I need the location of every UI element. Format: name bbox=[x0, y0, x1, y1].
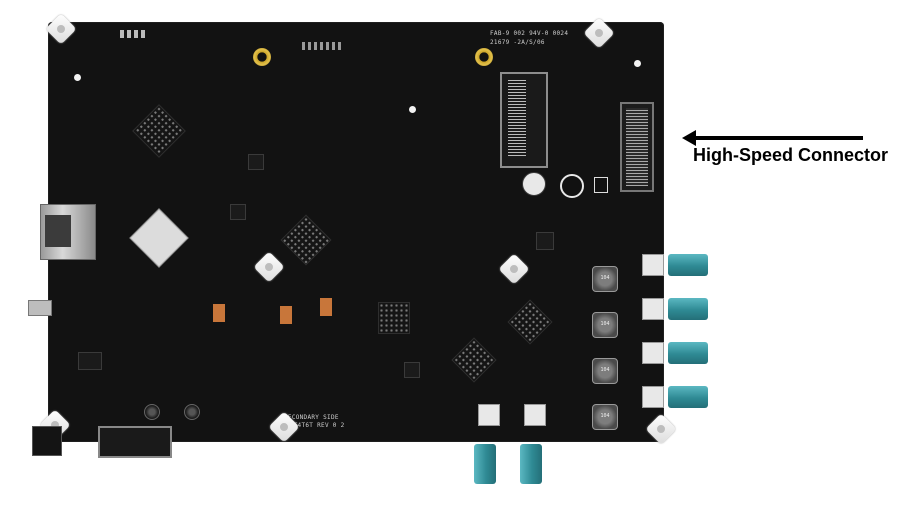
coax-connector bbox=[668, 298, 712, 320]
screw bbox=[184, 404, 200, 420]
coax-connector bbox=[668, 386, 712, 408]
fiducial-dot bbox=[74, 74, 81, 81]
inductor-label: 104 bbox=[600, 367, 610, 373]
side-switch bbox=[28, 300, 52, 316]
capacitor bbox=[213, 304, 225, 322]
coax-base bbox=[642, 254, 664, 276]
coax-connector bbox=[520, 444, 542, 488]
ic bbox=[230, 204, 246, 220]
coax-base bbox=[642, 298, 664, 320]
bga-chip bbox=[132, 104, 186, 158]
inductor: 104 bbox=[592, 358, 618, 384]
mounting-hole bbox=[475, 48, 493, 66]
bga-chip bbox=[280, 214, 332, 266]
coax-base bbox=[478, 404, 500, 426]
pad-row bbox=[302, 42, 342, 50]
inductor: 104 bbox=[592, 266, 618, 292]
ic bbox=[404, 362, 420, 378]
coax-connector bbox=[474, 444, 496, 488]
inductor-label: 104 bbox=[600, 275, 610, 281]
bga-chip bbox=[378, 302, 410, 334]
white-chip bbox=[129, 208, 189, 268]
inductor: 104 bbox=[592, 404, 618, 430]
bga-chip bbox=[451, 337, 497, 383]
screw bbox=[144, 404, 160, 420]
arrow-head-icon bbox=[682, 130, 696, 146]
fab-marking-line2: 21679 -2A/S/06 bbox=[490, 39, 545, 46]
high-speed-connector-label: High-Speed Connector bbox=[693, 145, 889, 165]
m2-slot bbox=[500, 72, 548, 168]
ic bbox=[536, 232, 554, 250]
coax-base bbox=[524, 404, 546, 426]
coax-connector bbox=[668, 254, 712, 276]
pad-row bbox=[120, 30, 148, 38]
secondary-side-marking: SECONDARY SIDE bbox=[284, 414, 339, 421]
inductor-label: 104 bbox=[600, 413, 610, 419]
ic bbox=[248, 154, 264, 170]
coax-base bbox=[642, 342, 664, 364]
inductor: 104 bbox=[592, 312, 618, 338]
high-speed-connector bbox=[620, 102, 654, 192]
ic bbox=[78, 352, 102, 370]
capacitor bbox=[320, 298, 332, 316]
bga-chip bbox=[507, 299, 553, 345]
cert-logo bbox=[522, 172, 546, 196]
fiducial-dot bbox=[634, 60, 641, 67]
coax-connector bbox=[668, 342, 712, 364]
recycle-logo bbox=[560, 174, 584, 198]
fiducial-dot bbox=[409, 106, 416, 113]
board-connector bbox=[32, 426, 62, 456]
pcb-board: FAB-9 002 94V-0 0024 21679 -2A/S/06 SECO… bbox=[28, 22, 664, 442]
arrow-line bbox=[693, 136, 863, 140]
usb-port bbox=[40, 204, 96, 260]
fab-marking-line1: FAB-9 002 94V-0 0024 bbox=[490, 30, 569, 37]
board-connector bbox=[98, 426, 172, 458]
mounting-hole bbox=[253, 48, 271, 66]
weee-logo bbox=[594, 177, 608, 193]
capacitor bbox=[280, 306, 292, 324]
coax-base bbox=[642, 386, 664, 408]
inductor-label: 104 bbox=[600, 321, 610, 327]
